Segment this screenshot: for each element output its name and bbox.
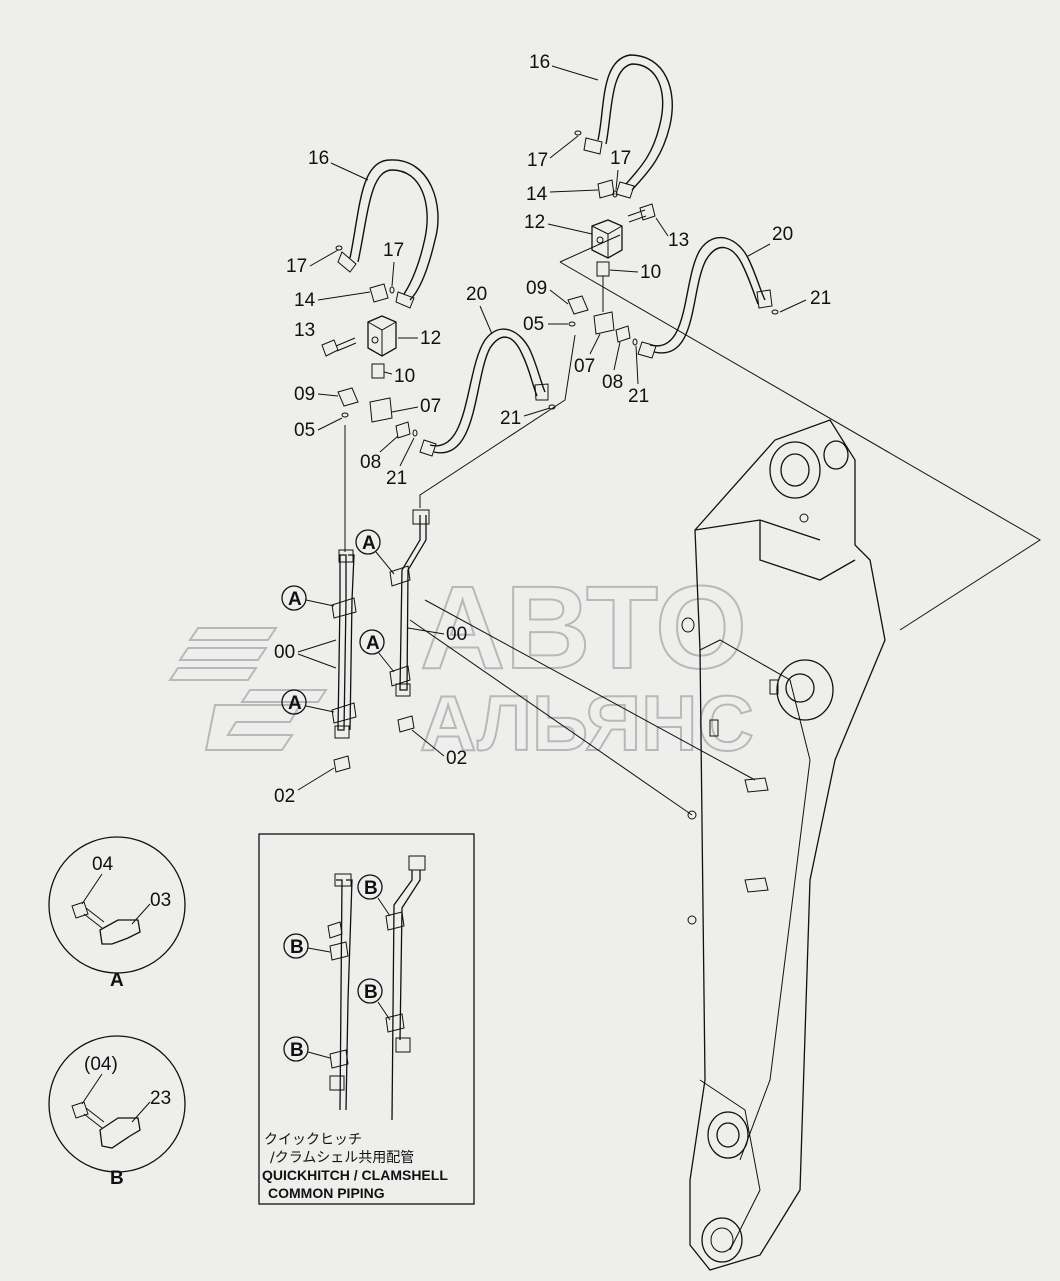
detail-a-name: A	[110, 970, 124, 991]
watermark-logo	[168, 627, 328, 751]
watermark: АВТО АЛЬЯНС	[168, 561, 755, 768]
clamp	[99, 919, 141, 945]
hose-assembly-left	[321, 159, 1041, 816]
inset-quickhitch-piping: B B B B クイックヒッチ /クラムシェル共用配管 QUICKHITCH /…	[258, 833, 475, 1205]
label-00: 00	[446, 624, 467, 645]
detail-b: (04) 23 B	[48, 1035, 186, 1189]
label-16: 16	[529, 52, 550, 73]
tee-fitting	[369, 397, 393, 423]
nipple-fitting	[371, 363, 385, 379]
boom-arm	[681, 419, 886, 1271]
label-12: 12	[420, 328, 441, 349]
label-05: 05	[523, 314, 544, 335]
hose-assembly-right	[567, 54, 779, 359]
watermark-line2: АЛЬЯНС	[420, 679, 754, 767]
label-02: 02	[274, 786, 295, 807]
callout-a: A	[288, 589, 302, 610]
label-10: 10	[394, 366, 415, 387]
inset-caption-jp-1: クイックヒッチ	[264, 1132, 362, 1148]
label-02: 02	[446, 748, 467, 769]
label-20: 20	[772, 224, 793, 245]
label-17: 17	[383, 240, 404, 261]
clamp	[99, 1117, 141, 1149]
label-17: 17	[610, 148, 631, 169]
o-ring	[389, 286, 395, 294]
label-13: 13	[294, 320, 315, 341]
inset-caption-en-1: QUICKHITCH / CLAMSHELL	[262, 1167, 448, 1183]
manifold-block	[367, 315, 397, 357]
callout-b: B	[364, 982, 378, 1003]
callout-b: B	[290, 937, 304, 958]
callout-b: B	[364, 878, 378, 899]
inset-caption-en-2: COMMON PIPING	[268, 1185, 385, 1201]
manifold-block	[591, 219, 623, 259]
label-17: 17	[527, 150, 548, 171]
elbow-fitting	[369, 283, 389, 303]
label-21: 21	[500, 408, 521, 429]
bolt	[71, 901, 89, 919]
part-labels: 16 17 17 14 12 13 10 09 07 05 08 21 20 2…	[274, 52, 831, 807]
o-ring	[335, 245, 343, 251]
label-21: 21	[628, 386, 649, 407]
label-14: 14	[526, 184, 548, 205]
inset-pipe	[391, 870, 421, 1121]
callout-a: A	[288, 693, 302, 714]
callout-a-circle	[355, 529, 381, 555]
label-07: 07	[574, 356, 595, 377]
label-09: 09	[294, 384, 315, 405]
label-14: 14	[294, 290, 316, 311]
label-09: 09	[526, 278, 547, 299]
callout-a: A	[362, 533, 376, 554]
hose-end-fitting	[337, 251, 357, 273]
callout-b: B	[290, 1040, 304, 1061]
bolt	[321, 339, 339, 357]
detail-b-name: B	[110, 1168, 124, 1189]
watermark-line1: АВТО	[420, 562, 747, 694]
label-10: 10	[640, 262, 661, 283]
label-07: 07	[420, 396, 441, 417]
label-21: 21	[810, 288, 831, 309]
label-12: 12	[524, 212, 545, 233]
label-17: 17	[286, 256, 307, 277]
inset-caption-jp-2: /クラムシェル共用配管	[270, 1150, 414, 1166]
label-20: 20	[466, 284, 487, 305]
detail-b-clamp-label: 23	[150, 1088, 171, 1109]
label-21: 21	[386, 468, 407, 489]
label-16: 16	[308, 148, 329, 169]
label-00: 00	[274, 642, 295, 663]
detail-a: 04 03 A	[48, 836, 186, 991]
pipe-fitting	[338, 549, 354, 563]
detail-b-bolt-label: (04)	[84, 1054, 118, 1075]
callouts-a: A A A A	[281, 529, 395, 715]
detail-a-clamp-label: 03	[150, 890, 171, 911]
label-13: 13	[668, 230, 689, 251]
detail-a-circle	[48, 836, 186, 974]
label-05: 05	[294, 420, 315, 441]
inset-frame	[258, 833, 475, 1205]
bolt	[71, 1101, 89, 1119]
callout-a: A	[366, 633, 380, 654]
detail-b-circle	[48, 1035, 186, 1173]
elbow-fitting	[337, 387, 359, 407]
detail-a-bolt-label: 04	[92, 854, 114, 875]
steel-pipe	[337, 554, 347, 731]
label-08: 08	[602, 372, 623, 393]
label-08: 08	[360, 452, 381, 473]
